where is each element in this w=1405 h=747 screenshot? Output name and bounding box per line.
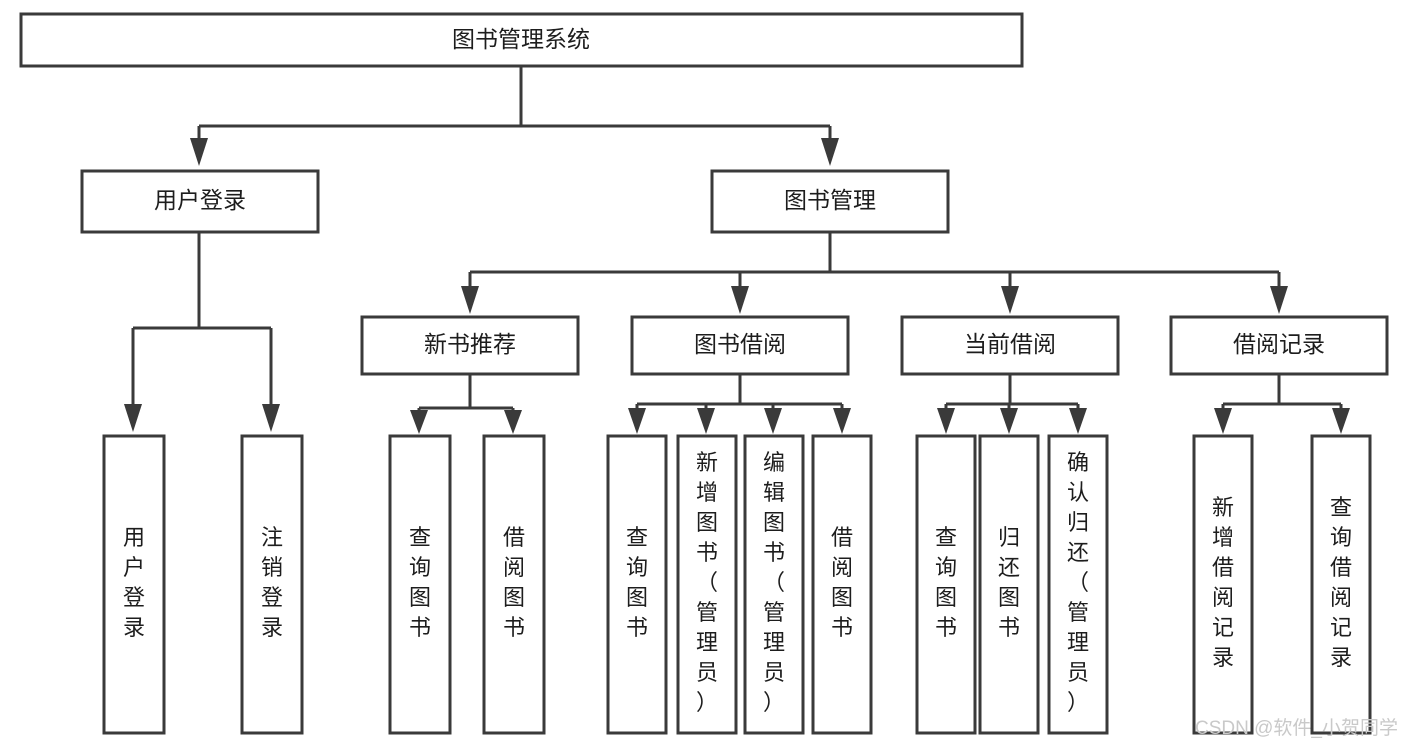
node-user-login[interactable]: 用户登录	[80, 169, 320, 234]
leaf-query-book-2-label: 查询图书	[626, 525, 648, 640]
leaf-add-record[interactable]: 新增借阅记录	[1192, 434, 1254, 735]
leaf-add-record-label: 新增借阅记录	[1212, 495, 1234, 670]
leaf-query-record-label: 查询借阅记录	[1330, 495, 1352, 670]
arrow-head-borrow-record	[1270, 286, 1288, 314]
leaf-borrow-book-2-label: 借阅图书	[831, 525, 853, 640]
connectors-book-borrow-to-leaves	[628, 375, 851, 434]
leaf-user-login-box[interactable]	[102, 434, 166, 735]
arrow-head-new-book-rec	[461, 286, 479, 314]
leaf-logout-label: 注销登录	[261, 525, 283, 640]
node-book-manage-label: 图书管理	[784, 187, 876, 213]
arrow-head-leaf-query-record	[1332, 408, 1350, 434]
node-current-borrow-label: 当前借阅	[964, 331, 1056, 357]
leaf-add-book[interactable]: 新增图书（管理员）	[676, 434, 738, 735]
leaf-borrow-book-1-label: 借阅图书	[503, 525, 525, 640]
arrow-head-user-login	[190, 138, 208, 166]
leaf-query-record-box[interactable]	[1310, 434, 1372, 735]
node-user-login-label: 用户登录	[154, 187, 246, 213]
node-book-borrow[interactable]: 图书借阅	[630, 315, 850, 376]
arrow-head-leaf-add-record	[1214, 408, 1232, 434]
leaf-add-record-box[interactable]	[1192, 434, 1254, 735]
leaf-borrow-book-2[interactable]: 借阅图书	[811, 434, 873, 735]
leaf-query-book-3-label: 查询图书	[935, 525, 957, 640]
arrow-head-leaf-return-book	[1000, 408, 1018, 434]
leaf-query-record[interactable]: 查询借阅记录	[1310, 434, 1372, 735]
arrow-head-leaf-confirm-return	[1069, 408, 1087, 434]
arrow-head-leaf-user-login	[124, 404, 142, 432]
arrow-head-leaf-query-book-1	[410, 410, 428, 434]
leaf-return-book-box[interactable]	[978, 434, 1040, 735]
leaf-logout[interactable]: 注销登录	[240, 434, 304, 735]
node-borrow-record-label: 借阅记录	[1233, 331, 1325, 357]
arrow-head-book-borrow	[731, 286, 749, 314]
leaf-edit-book[interactable]: 编辑图书（管理员）	[743, 434, 805, 735]
leaf-add-book-box[interactable]	[676, 434, 738, 735]
leaf-borrow-book-2-box[interactable]	[811, 434, 873, 735]
node-book-manage[interactable]: 图书管理	[710, 169, 950, 234]
leaf-query-book-1[interactable]: 查询图书	[388, 434, 452, 735]
arrow-head-leaf-add-book	[697, 408, 715, 434]
connectors-borrow-record-to-leaves	[1214, 375, 1350, 434]
node-current-borrow-box[interactable]	[900, 315, 1120, 376]
connectors-user-login-to-leaves	[124, 232, 280, 432]
node-root-box[interactable]	[19, 12, 1024, 68]
leaf-query-book-2[interactable]: 查询图书	[606, 434, 668, 735]
node-user-login-box[interactable]	[80, 169, 320, 234]
connectors-new-book-rec-to-leaves	[410, 375, 522, 434]
leaf-edit-book-box[interactable]	[743, 434, 805, 735]
leaf-query-book-3[interactable]: 查询图书	[915, 434, 977, 735]
leaf-logout-box[interactable]	[240, 434, 304, 735]
leaf-return-book[interactable]: 归还图书	[978, 434, 1040, 735]
csdn-watermark: CSDN @软件_小贺同学	[1195, 717, 1398, 739]
leaf-add-book-label: 新增图书（管理员）	[696, 450, 718, 715]
leaf-borrow-book-1[interactable]: 借阅图书	[482, 434, 546, 735]
node-borrow-record[interactable]: 借阅记录	[1169, 315, 1389, 376]
leaf-query-book-3-box[interactable]	[915, 434, 977, 735]
node-book-manage-box[interactable]	[710, 169, 950, 234]
node-current-borrow[interactable]: 当前借阅	[900, 315, 1120, 376]
arrow-head-leaf-query-book-3	[937, 408, 955, 434]
arrow-head-book-manage	[821, 138, 839, 166]
node-new-book-rec[interactable]: 新书推荐	[360, 315, 580, 376]
node-borrow-record-box[interactable]	[1169, 315, 1389, 376]
leaf-query-book-1-box[interactable]	[388, 434, 452, 735]
leaf-confirm-return-box[interactable]	[1047, 434, 1109, 735]
node-book-borrow-box[interactable]	[630, 315, 850, 376]
arrow-head-current-borrow	[1001, 286, 1019, 314]
node-new-book-rec-label: 新书推荐	[424, 331, 516, 357]
arrow-head-leaf-logout	[262, 404, 280, 432]
node-root[interactable]: 图书管理系统	[19, 12, 1024, 68]
node-root-label: 图书管理系统	[452, 26, 590, 52]
connectors-book-manage-to-level3	[461, 232, 1288, 314]
leaf-edit-book-label: 编辑图书（管理员）	[763, 450, 785, 715]
leaf-return-book-label: 归还图书	[998, 525, 1020, 640]
leaf-confirm-return[interactable]: 确认归还（管理员）	[1047, 434, 1109, 735]
connectors-root-to-level2	[190, 66, 839, 166]
node-new-book-rec-box[interactable]	[360, 315, 580, 376]
arrow-head-leaf-query-book-2	[628, 408, 646, 434]
leaf-user-login-label: 用户登录	[123, 525, 145, 640]
leaf-user-login[interactable]: 用户登录	[102, 434, 166, 735]
arrow-head-leaf-borrow-book-1	[504, 410, 522, 434]
node-book-borrow-label: 图书借阅	[694, 331, 786, 357]
arrow-head-leaf-borrow-book-2	[833, 408, 851, 434]
arrow-head-leaf-edit-book	[764, 408, 782, 434]
leaf-confirm-return-label: 确认归还（管理员）	[1067, 450, 1089, 715]
leaf-borrow-book-1-box[interactable]	[482, 434, 546, 735]
leaf-query-book-2-box[interactable]	[606, 434, 668, 735]
connectors-current-borrow-to-leaves	[937, 375, 1087, 434]
leaf-query-book-1-label: 查询图书	[409, 525, 431, 640]
